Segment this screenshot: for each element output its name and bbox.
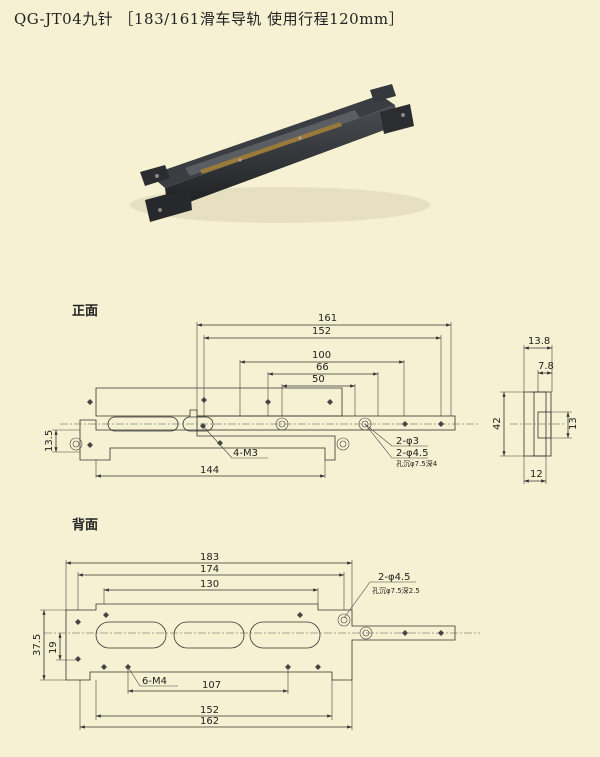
dim-7-8: 7.8 xyxy=(538,361,554,372)
dim-183: 183 xyxy=(200,552,219,563)
dim-152: 152 xyxy=(200,705,219,716)
label-2-phi4-5: 2-φ4.5 xyxy=(396,448,428,459)
dim-12: 12 xyxy=(530,469,543,480)
dim-162: 162 xyxy=(200,716,219,727)
front-rail xyxy=(196,415,456,431)
dim-161: 161 xyxy=(318,313,337,324)
dim-13-8: 13.8 xyxy=(528,336,550,347)
dim-152: 152 xyxy=(312,326,331,337)
label-4-m3: 4-M3 xyxy=(233,448,258,459)
back-view-label: 背面 xyxy=(72,518,99,533)
label-counterbore: 孔沉φ7.5深4 xyxy=(396,459,438,468)
label-back-2-phi4-5: 2-φ4.5 xyxy=(378,572,410,583)
product-photo xyxy=(130,84,430,223)
label-back-counterbore: 孔沉φ7.5深2.5 xyxy=(372,586,420,595)
side-view: 13.8 7.8 42 13 12 xyxy=(492,336,579,484)
dim-66: 66 xyxy=(316,362,329,373)
dim-144: 144 xyxy=(200,465,219,476)
dim-37-5: 37.5 xyxy=(32,634,43,656)
dim-100: 100 xyxy=(312,350,331,361)
dim-42: 42 xyxy=(492,417,503,430)
back-view: 183 174 130 107 152 162 37.5 19 6-M4 2-φ… xyxy=(32,552,480,730)
dim-19: 19 xyxy=(48,641,59,654)
dim-130: 130 xyxy=(200,579,219,590)
front-view: 161 152 100 66 50 144 13.5 4-M3 2-φ3 2-φ… xyxy=(44,313,480,478)
page-title: QG-JT04九针 ［183/161滑车导轨 使用行程120mm］ xyxy=(14,10,405,28)
label-2-phi3: 2-φ3 xyxy=(396,436,419,447)
dim-107: 107 xyxy=(202,680,221,691)
front-view-label: 正面 xyxy=(72,304,99,319)
dim-174: 174 xyxy=(200,564,219,575)
dim-50: 50 xyxy=(312,374,325,385)
label-6-m4: 6-M4 xyxy=(142,676,167,687)
dim-13-5: 13.5 xyxy=(44,430,55,452)
dim-13: 13 xyxy=(568,417,579,430)
